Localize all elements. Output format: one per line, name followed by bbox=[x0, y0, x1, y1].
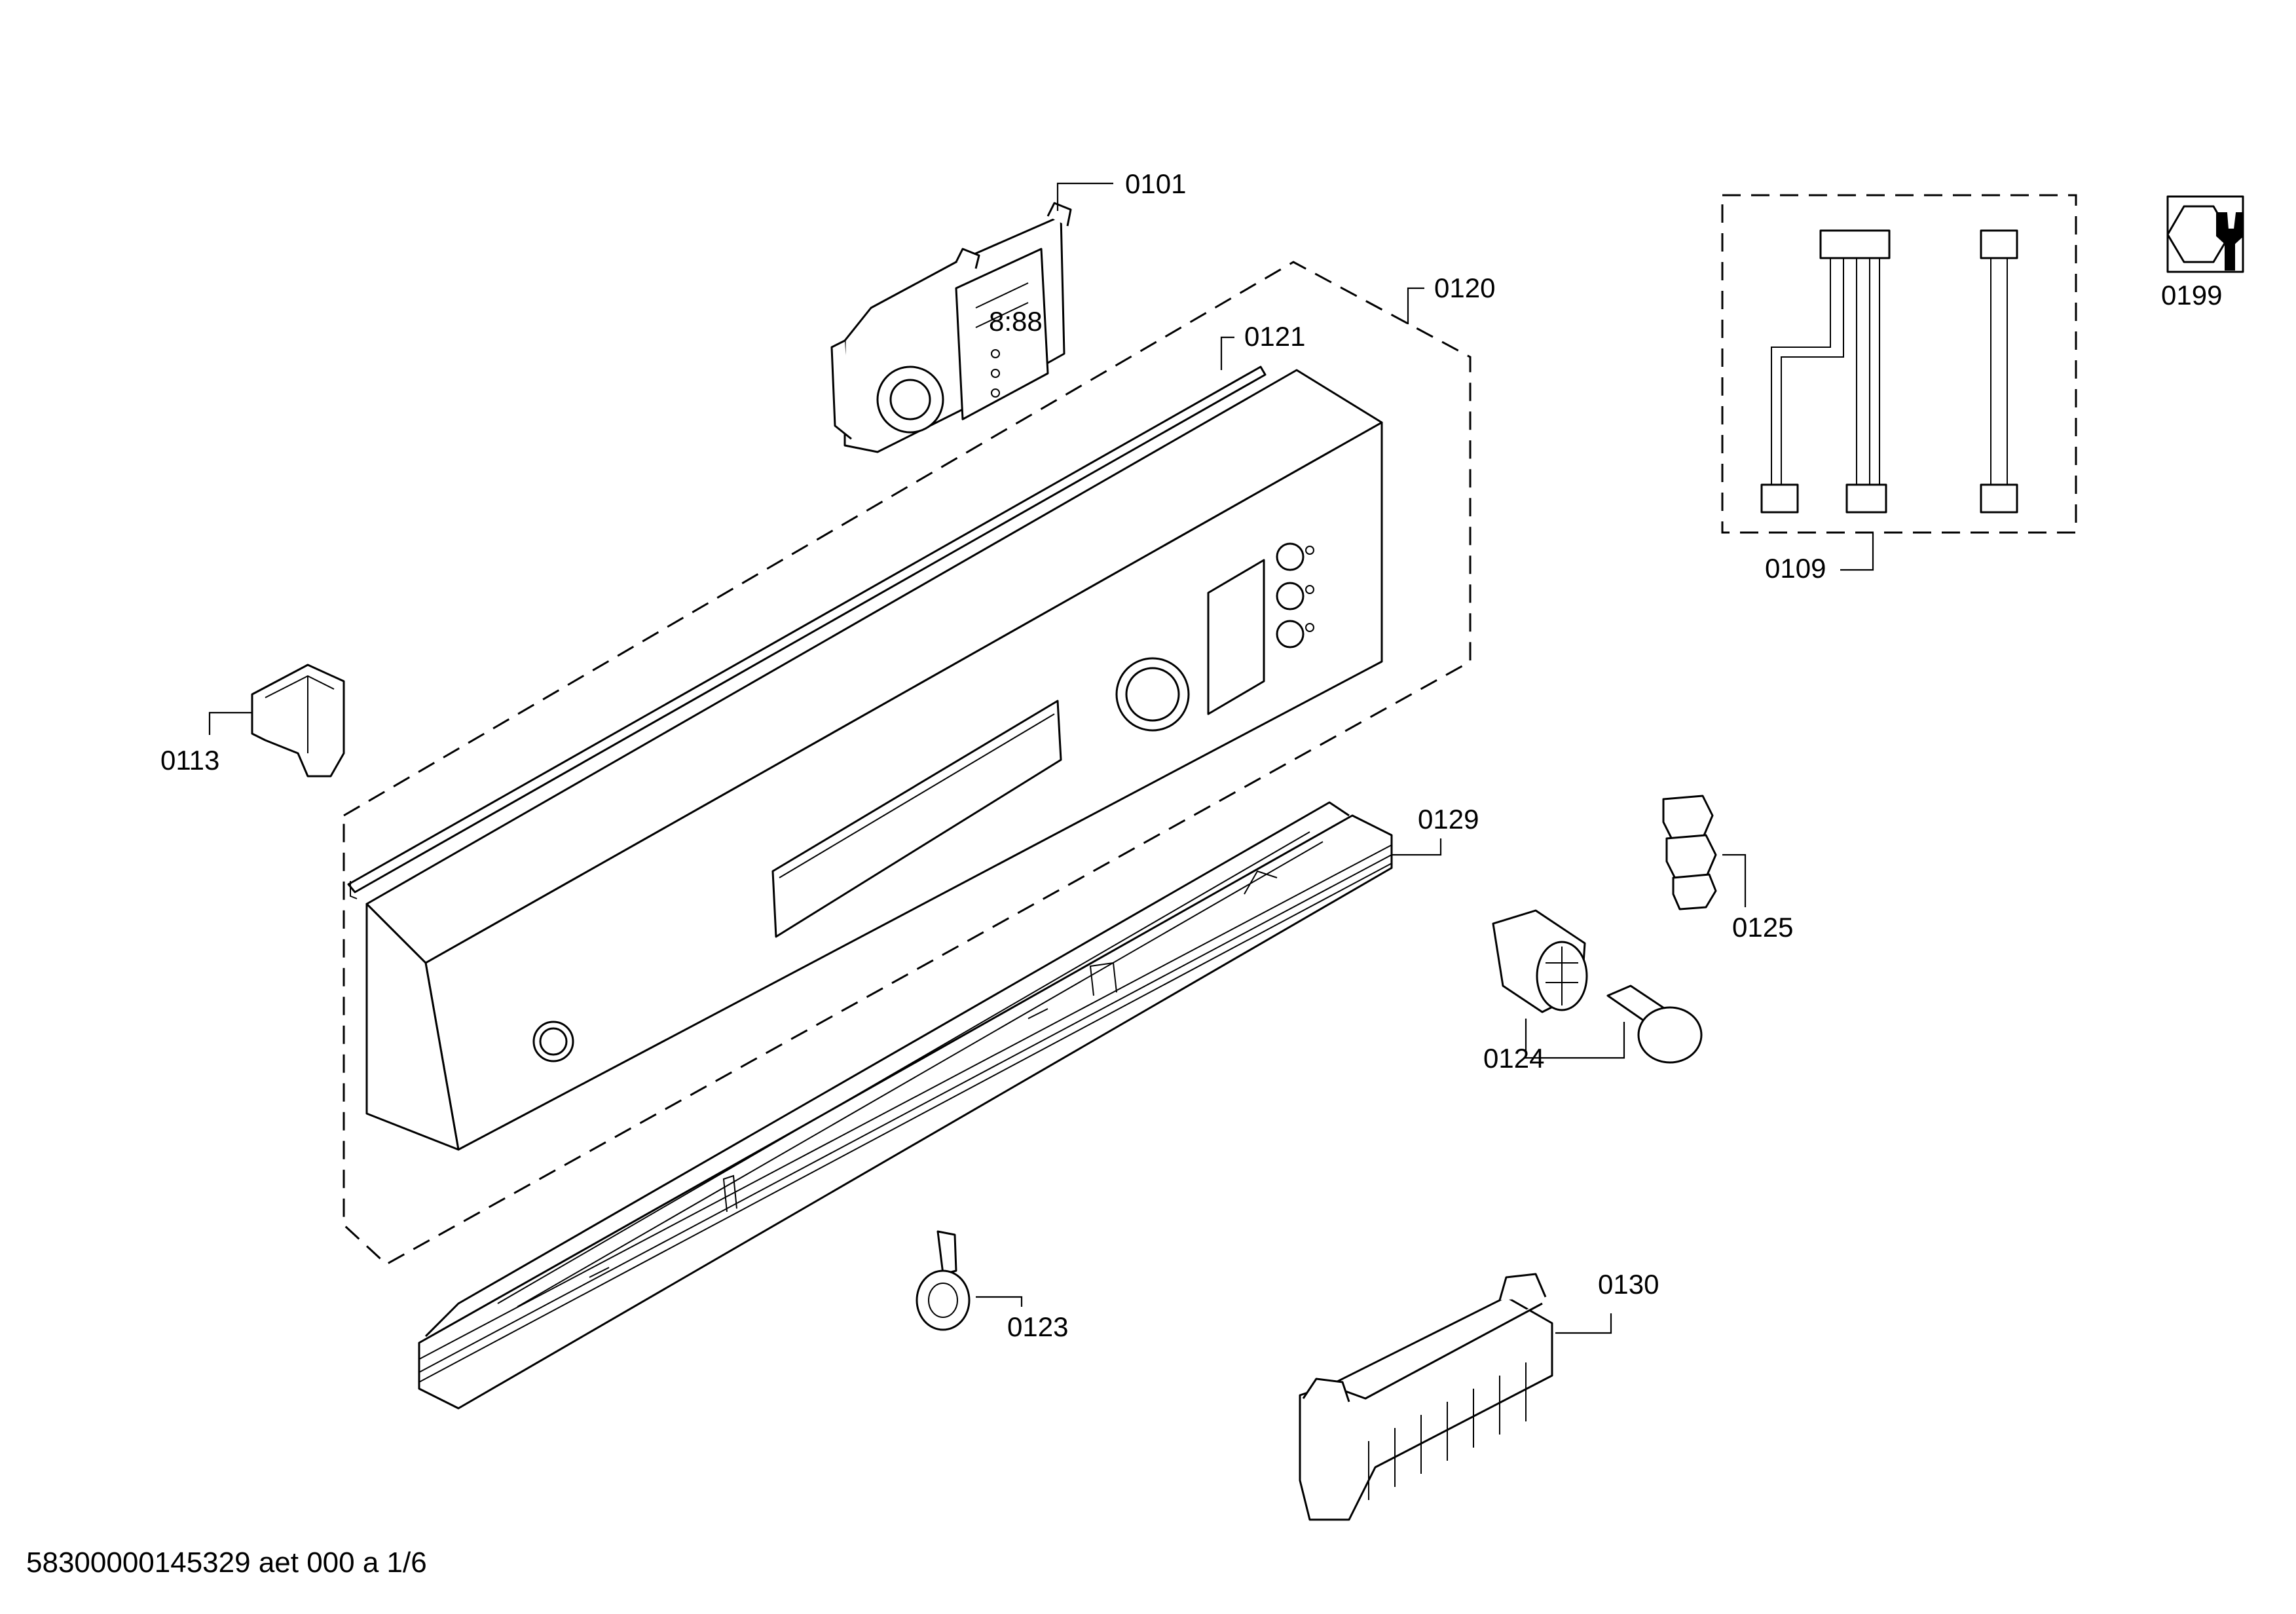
callout-0130: 0130 bbox=[1598, 1269, 1659, 1300]
callout-0121: 0121 bbox=[1244, 321, 1305, 352]
callout-0101: 0101 bbox=[1125, 168, 1186, 199]
part-0130-terminal-block bbox=[1299, 1273, 1553, 1521]
leader-0124 bbox=[1525, 1019, 1625, 1059]
callout-0113: 0113 bbox=[160, 745, 219, 776]
leader-0113 bbox=[208, 711, 252, 735]
harness-kit-box-0109 bbox=[1721, 194, 2077, 534]
part-0129-door-trim-bar bbox=[418, 801, 1393, 1410]
callout-0109: 0109 bbox=[1765, 553, 1826, 584]
leader-0125 bbox=[1722, 854, 1747, 907]
callout-0124: 0124 bbox=[1483, 1043, 1544, 1074]
leader-0109 bbox=[1840, 533, 1874, 571]
part-0109-cable-harness bbox=[1760, 229, 2018, 514]
part-0121-seal-strip bbox=[347, 366, 1267, 893]
part-0113-clip bbox=[251, 664, 345, 778]
leader-0121 bbox=[1220, 336, 1234, 370]
part-0123-small-knob bbox=[916, 1230, 971, 1331]
part-0101-control-module: 8:88 bbox=[830, 202, 1072, 453]
control-panel-fascia bbox=[365, 369, 1383, 1151]
callout-0125: 0125 bbox=[1732, 912, 1793, 943]
part-0125-rocker-buttons bbox=[1662, 795, 1717, 910]
leader-0101 bbox=[1056, 182, 1113, 211]
part-0124-knob bbox=[1492, 909, 1703, 1064]
part-0199-wrench-nut-icon bbox=[2166, 195, 2244, 273]
leader-0120 bbox=[1407, 287, 1424, 324]
leader-0129 bbox=[1392, 838, 1442, 856]
leader-0130 bbox=[1555, 1313, 1612, 1334]
leader-0123 bbox=[976, 1296, 1023, 1307]
callout-0129: 0129 bbox=[1418, 804, 1479, 835]
document-footer-code: 58300000145329 aet 000 a 1/6 bbox=[26, 1547, 427, 1579]
assembly-outline-0120 bbox=[343, 261, 1472, 1266]
callout-0120: 0120 bbox=[1434, 272, 1495, 303]
display-digits: 8:88 bbox=[989, 306, 1043, 337]
callout-0123: 0123 bbox=[1007, 1311, 1068, 1342]
callout-0199: 0199 bbox=[2161, 280, 2222, 310]
